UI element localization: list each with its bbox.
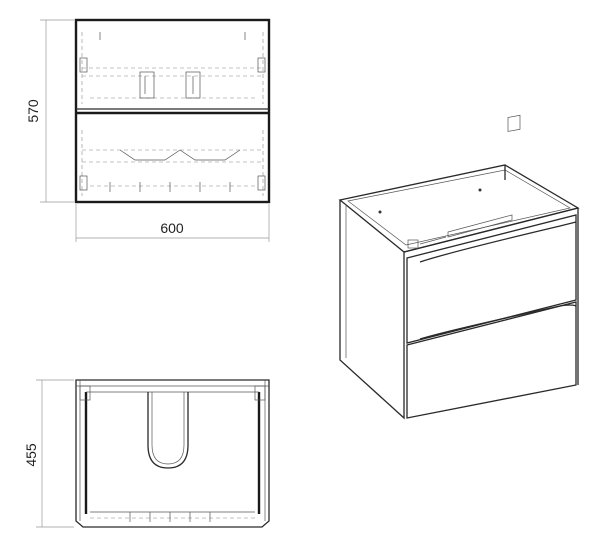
height-dimension	[40, 19, 74, 203]
iso-top-rim	[338, 164, 580, 253]
left-hinge-bracket	[79, 57, 88, 73]
depth-dimension	[36, 379, 74, 528]
front-view: 570 600	[25, 18, 271, 242]
height-dimension-label: 570	[25, 99, 41, 123]
width-dimension-label: 600	[160, 220, 184, 236]
depth-dimension-label: 455	[23, 443, 39, 467]
iso-upper-drawer	[406, 214, 577, 344]
isometric-view	[338, 114, 580, 420]
iso-bracket-right	[507, 114, 521, 132]
front-bottom-drawer-hidden-detail	[79, 130, 266, 196]
iso-lower-handle	[419, 304, 577, 340]
iso-lower-drawer	[406, 301, 577, 419]
width-dimension	[75, 204, 270, 242]
iso-left-side	[339, 200, 405, 420]
siphon-cutout	[147, 392, 189, 469]
right-hinge-bracket	[257, 57, 266, 73]
iso-upper-handle	[419, 221, 577, 263]
front-top-drawer-hidden-detail	[79, 32, 266, 104]
iso-rail	[447, 214, 513, 238]
front-cabinet-outline	[74, 18, 271, 204]
top-view: 455	[23, 379, 270, 528]
top-view-outline	[75, 379, 270, 528]
